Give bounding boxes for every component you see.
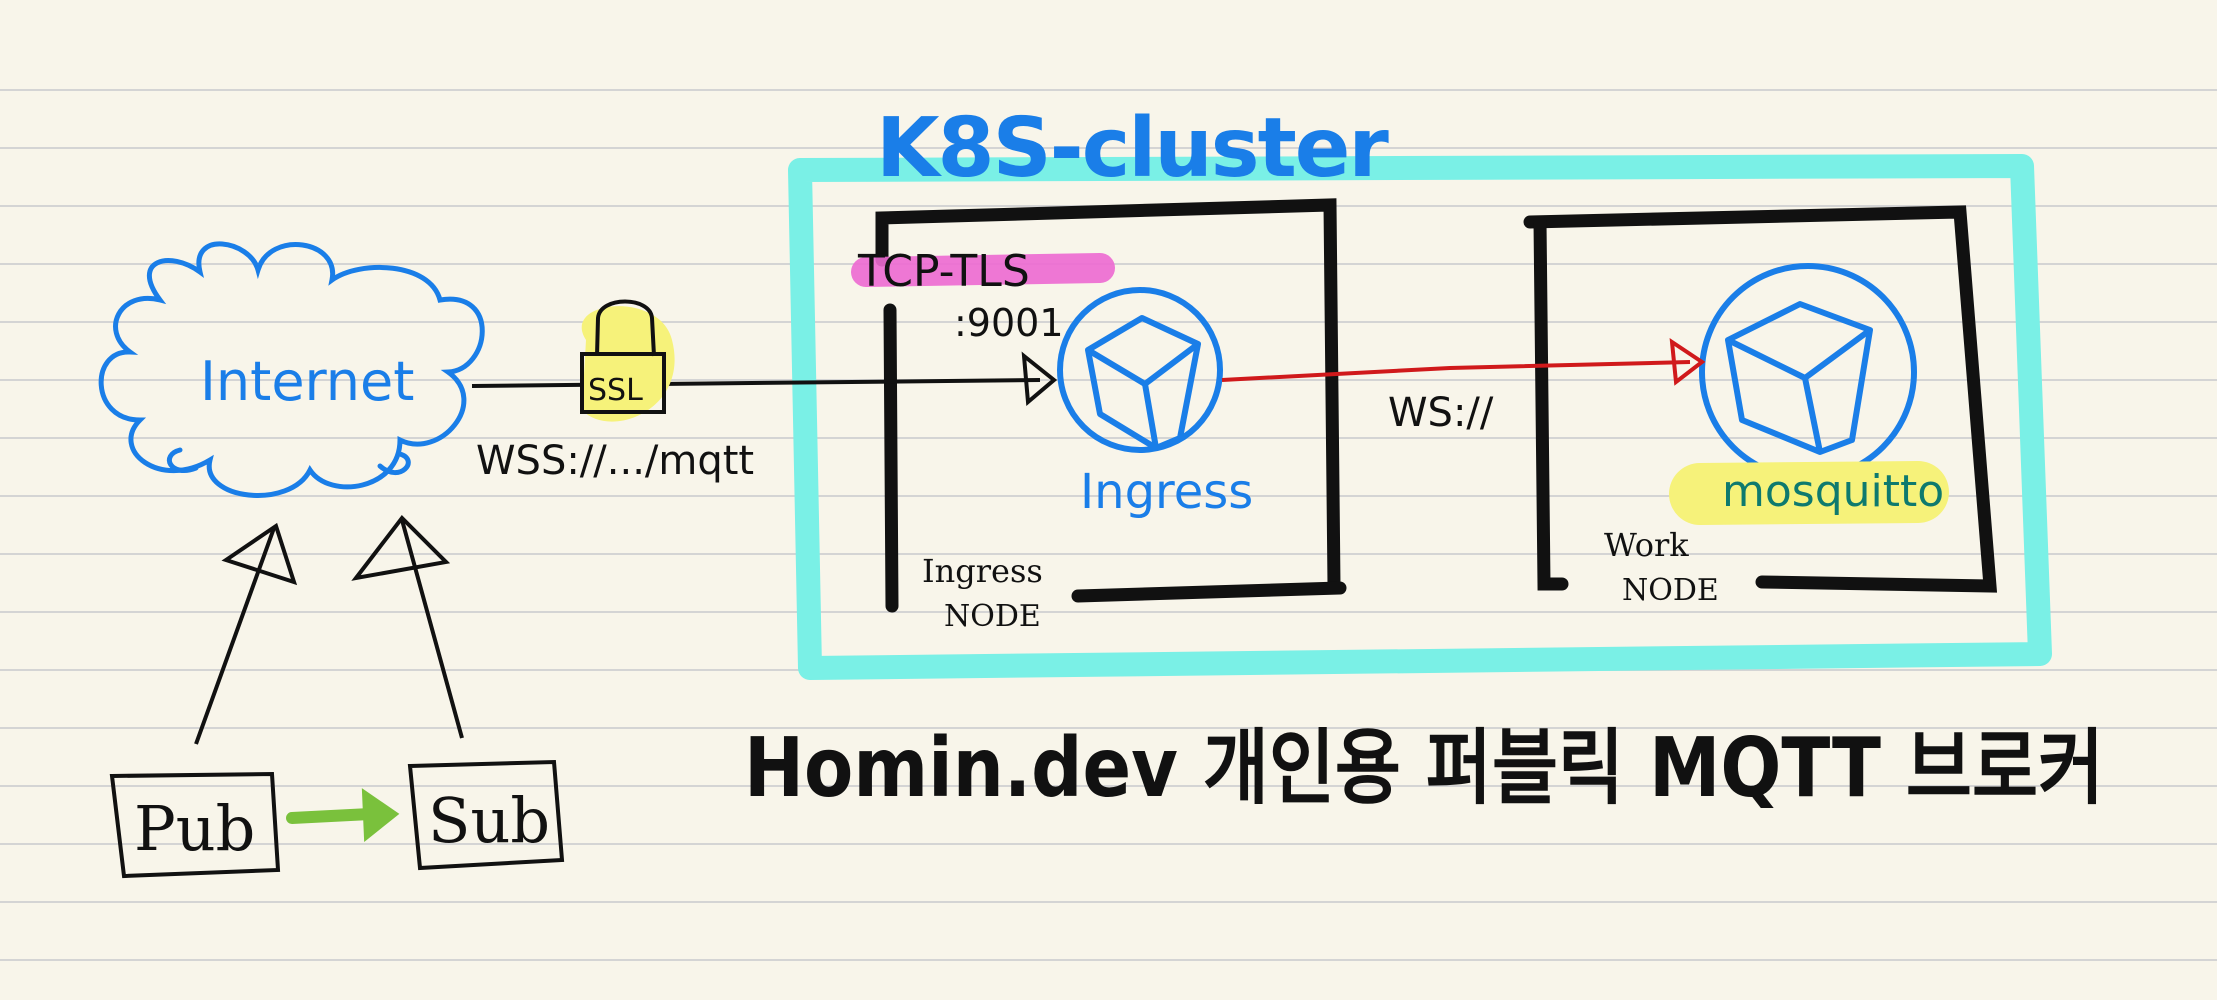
pub-to-sub-arrow [286,788,400,843]
mosquitto-highlight [1669,461,1949,525]
sub-box [407,759,565,871]
tcp-tls-label: TCP-TLS [857,246,1030,297]
lock-icon [580,299,666,414]
sub-to-internet-arrow [351,514,464,739]
ws-connection-arrow [1221,337,1706,386]
ingress-node-label-1: Ingress [922,552,1043,590]
ingress-cube-icon [1057,287,1223,453]
k8s-cluster-label: K8S-cluster [876,101,1389,196]
ssl-label: SSL [588,373,643,408]
ingress-node-label-2: NODE [944,599,1041,634]
pub-box [109,771,281,879]
mosquitto-cube-icon [1699,263,1917,481]
work-node-label-2: NODE [1622,573,1719,608]
ingress-port-label: :9001 [954,301,1064,345]
https-connection-arrow [471,351,1058,407]
pub-to-internet-arrow [194,522,298,745]
internet-cloud-icon [98,241,485,498]
pub-label: Pub [134,792,255,865]
tcp-tls-highlight [851,253,1115,287]
ingress-service-label: Ingress [1080,464,1253,520]
work-node-label-1: Work [1604,526,1689,564]
ruled-lines [0,89,2217,961]
k8s-cluster-box: K8S-cluster [788,101,2052,680]
sub-label: Sub [428,784,550,857]
work-node-box [1523,205,1998,593]
diagram-title: Homin.dev 개인용 퍼블릭 MQTT 브로커 [744,721,2104,816]
ingress-node-box [875,198,1347,613]
wss-url-label: WSS://.../mqtt [476,438,754,484]
internet-label: Internet [200,350,414,413]
mosquitto-label: mosquitto [1722,466,1944,517]
ws-label: WS:// [1388,390,1494,436]
